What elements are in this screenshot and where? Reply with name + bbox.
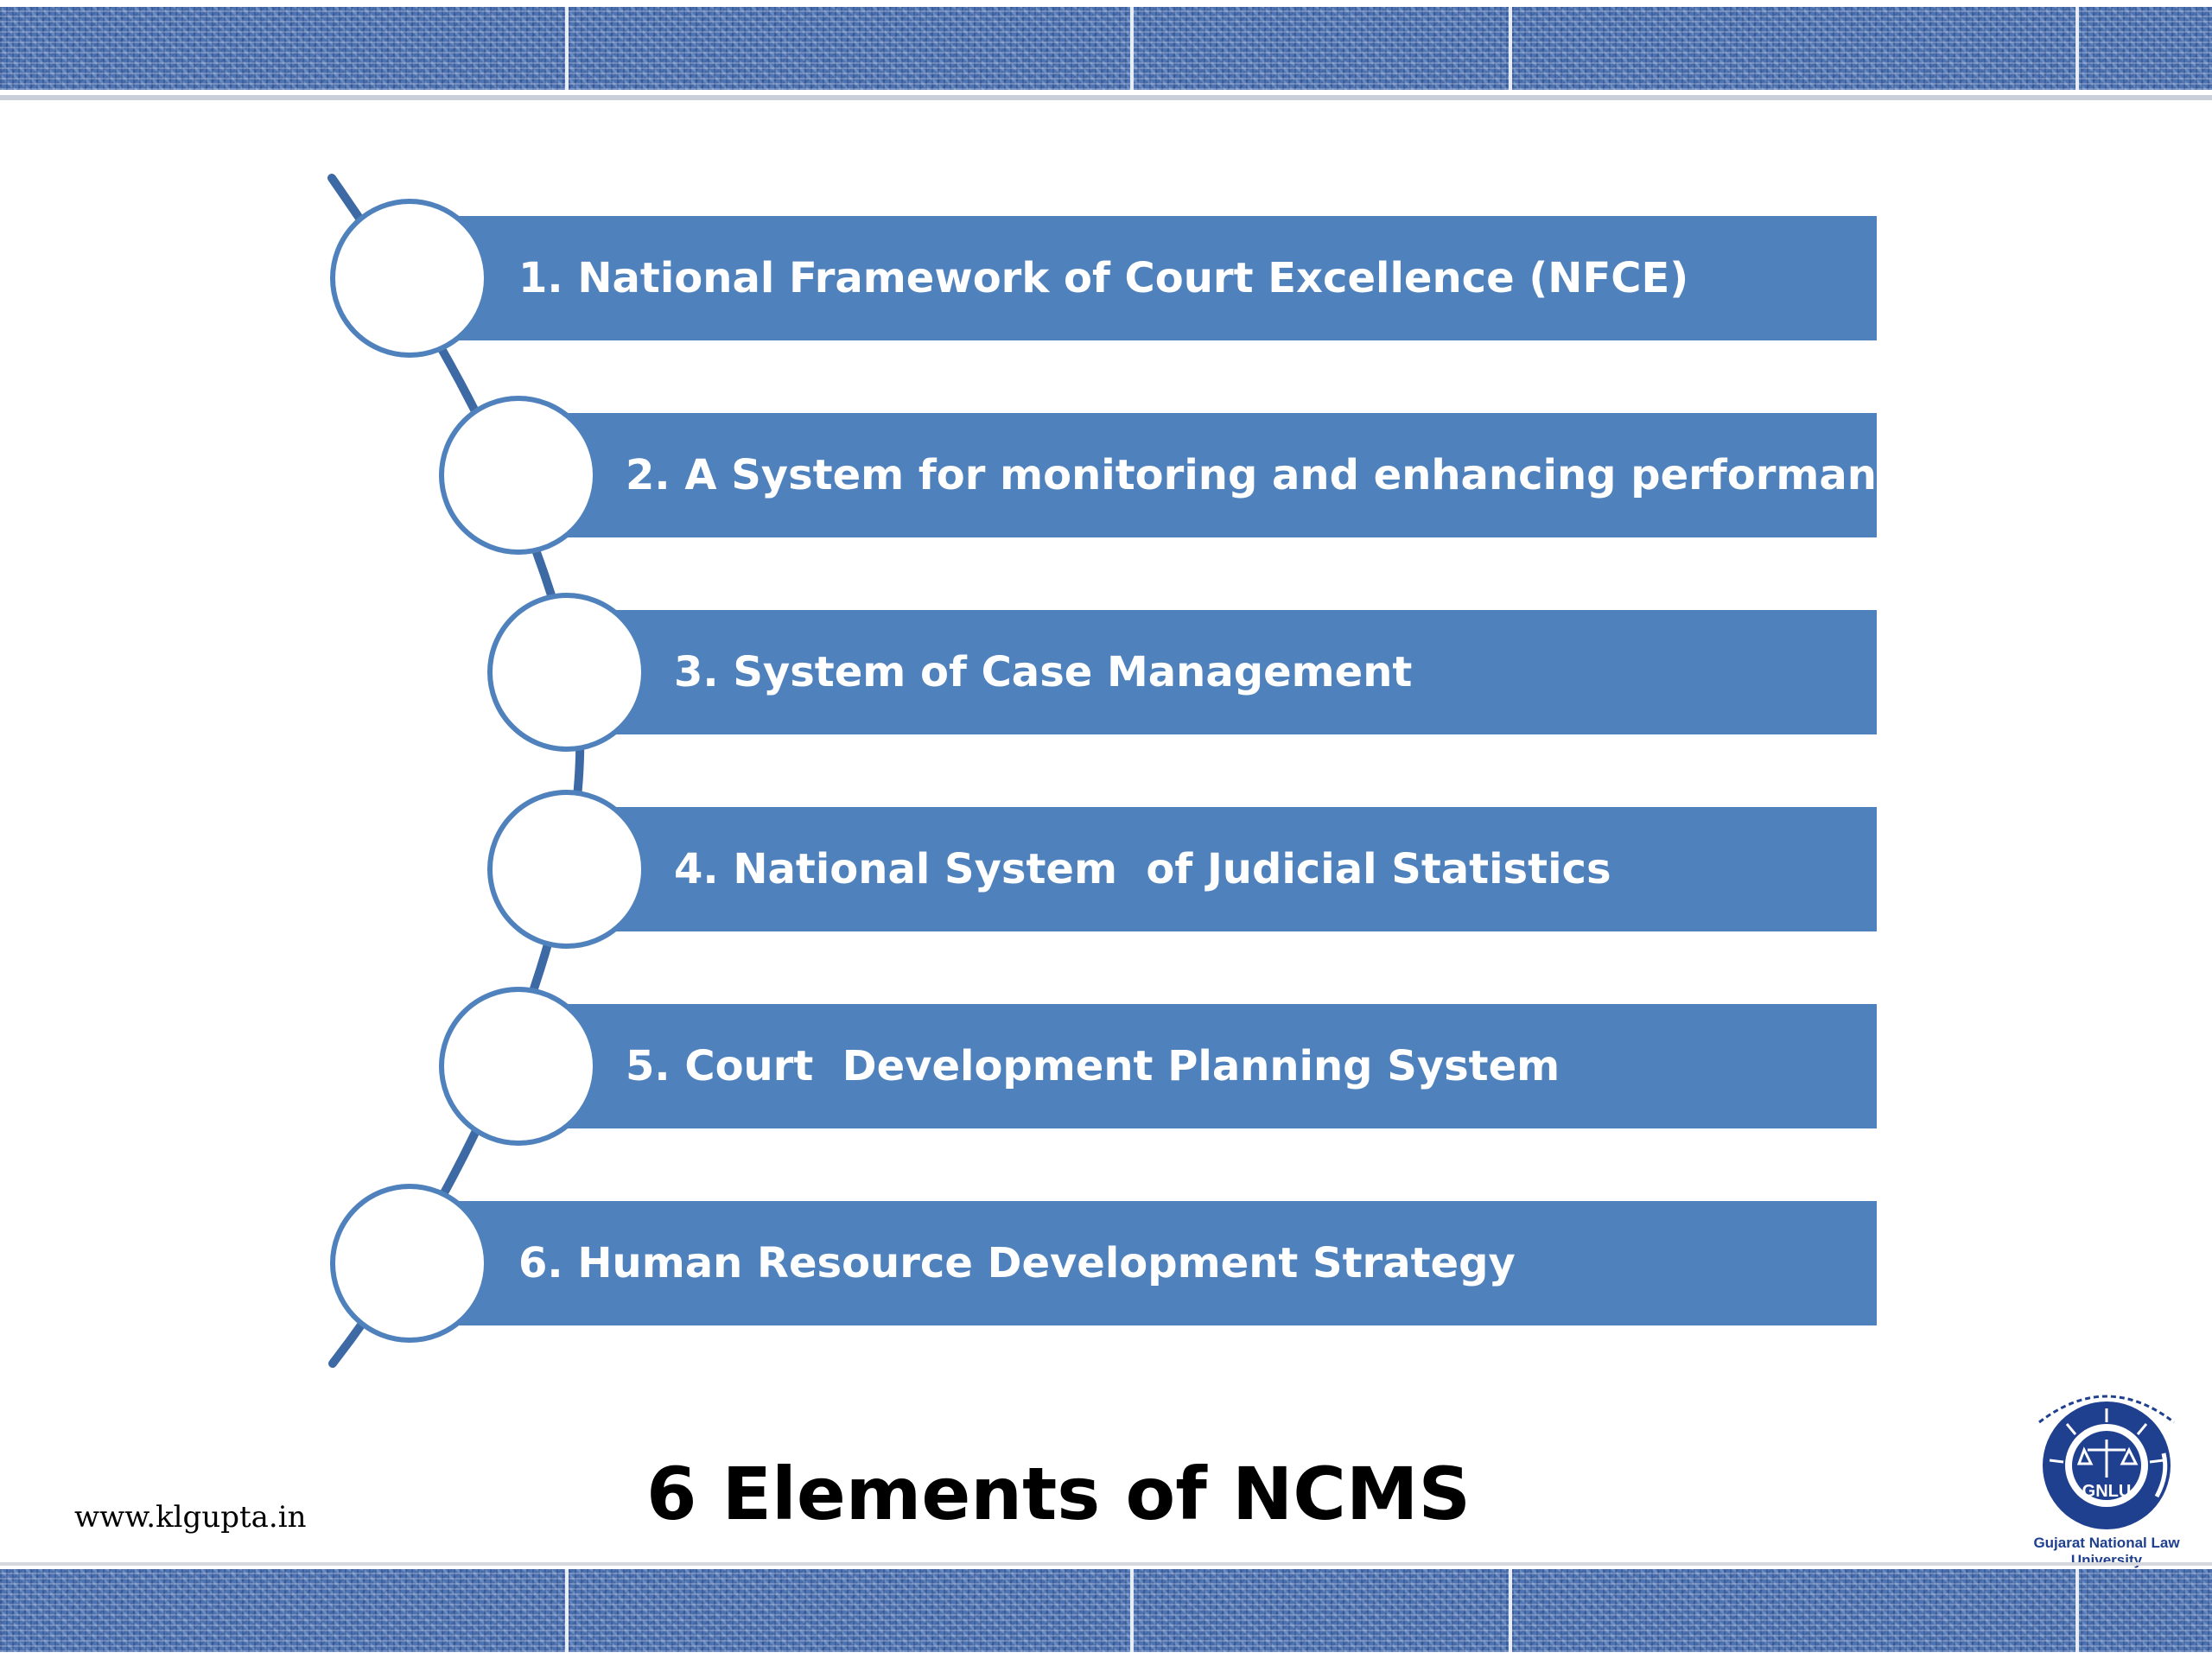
element-bar-1: 1. National Framework of Court Excellenc…	[458, 216, 1877, 340]
element-node-3	[487, 593, 646, 752]
element-bar-6: 6. Human Resource Development Strategy	[458, 1201, 1877, 1325]
element-label-6: 6. Human Resource Development Strategy	[518, 1239, 1516, 1287]
band-divider	[565, 1569, 569, 1652]
bottom-decorative-band	[0, 1569, 2212, 1652]
band-divider	[1130, 1569, 1134, 1652]
band-divider	[1509, 1569, 1512, 1652]
element-node-2	[439, 396, 598, 555]
element-node-1	[330, 199, 489, 358]
element-label-3: 3. System of Case Management	[674, 648, 1413, 696]
element-label-4: 4. National System of Judicial Statistic…	[674, 845, 1611, 893]
element-bar-4: 4. National System of Judicial Statistic…	[615, 807, 1877, 931]
band-divider	[2075, 7, 2079, 90]
slide-title: 6 Elements of NCMS	[645, 1452, 1471, 1536]
element-label-2: 2. A System for monitoring and enhancing…	[626, 451, 1929, 499]
element-node-5	[439, 987, 598, 1146]
website-url: www.klgupta.in	[74, 1500, 307, 1535]
footer-rule	[0, 1562, 2212, 1566]
band-divider	[1509, 7, 1512, 90]
band-divider	[1130, 7, 1134, 90]
top-decorative-band	[0, 7, 2212, 90]
band-divider	[2075, 1569, 2079, 1652]
header-rule	[0, 95, 2212, 100]
element-node-4	[487, 790, 646, 949]
element-bar-5: 5. Court Development Planning System	[567, 1004, 1877, 1128]
gnlu-logo-icon: GNLU	[2038, 1395, 2175, 1529]
element-label-5: 5. Court Development Planning System	[626, 1042, 1560, 1090]
band-divider	[565, 7, 569, 90]
logo-text: GNLU	[2082, 1482, 2132, 1501]
element-node-6	[330, 1184, 489, 1343]
element-label-1: 1. National Framework of Court Excellenc…	[518, 254, 1689, 302]
element-bar-3: 3. System of Case Management	[615, 610, 1877, 734]
element-bar-2: 2. A System for monitoring and enhancing…	[567, 413, 1929, 537]
